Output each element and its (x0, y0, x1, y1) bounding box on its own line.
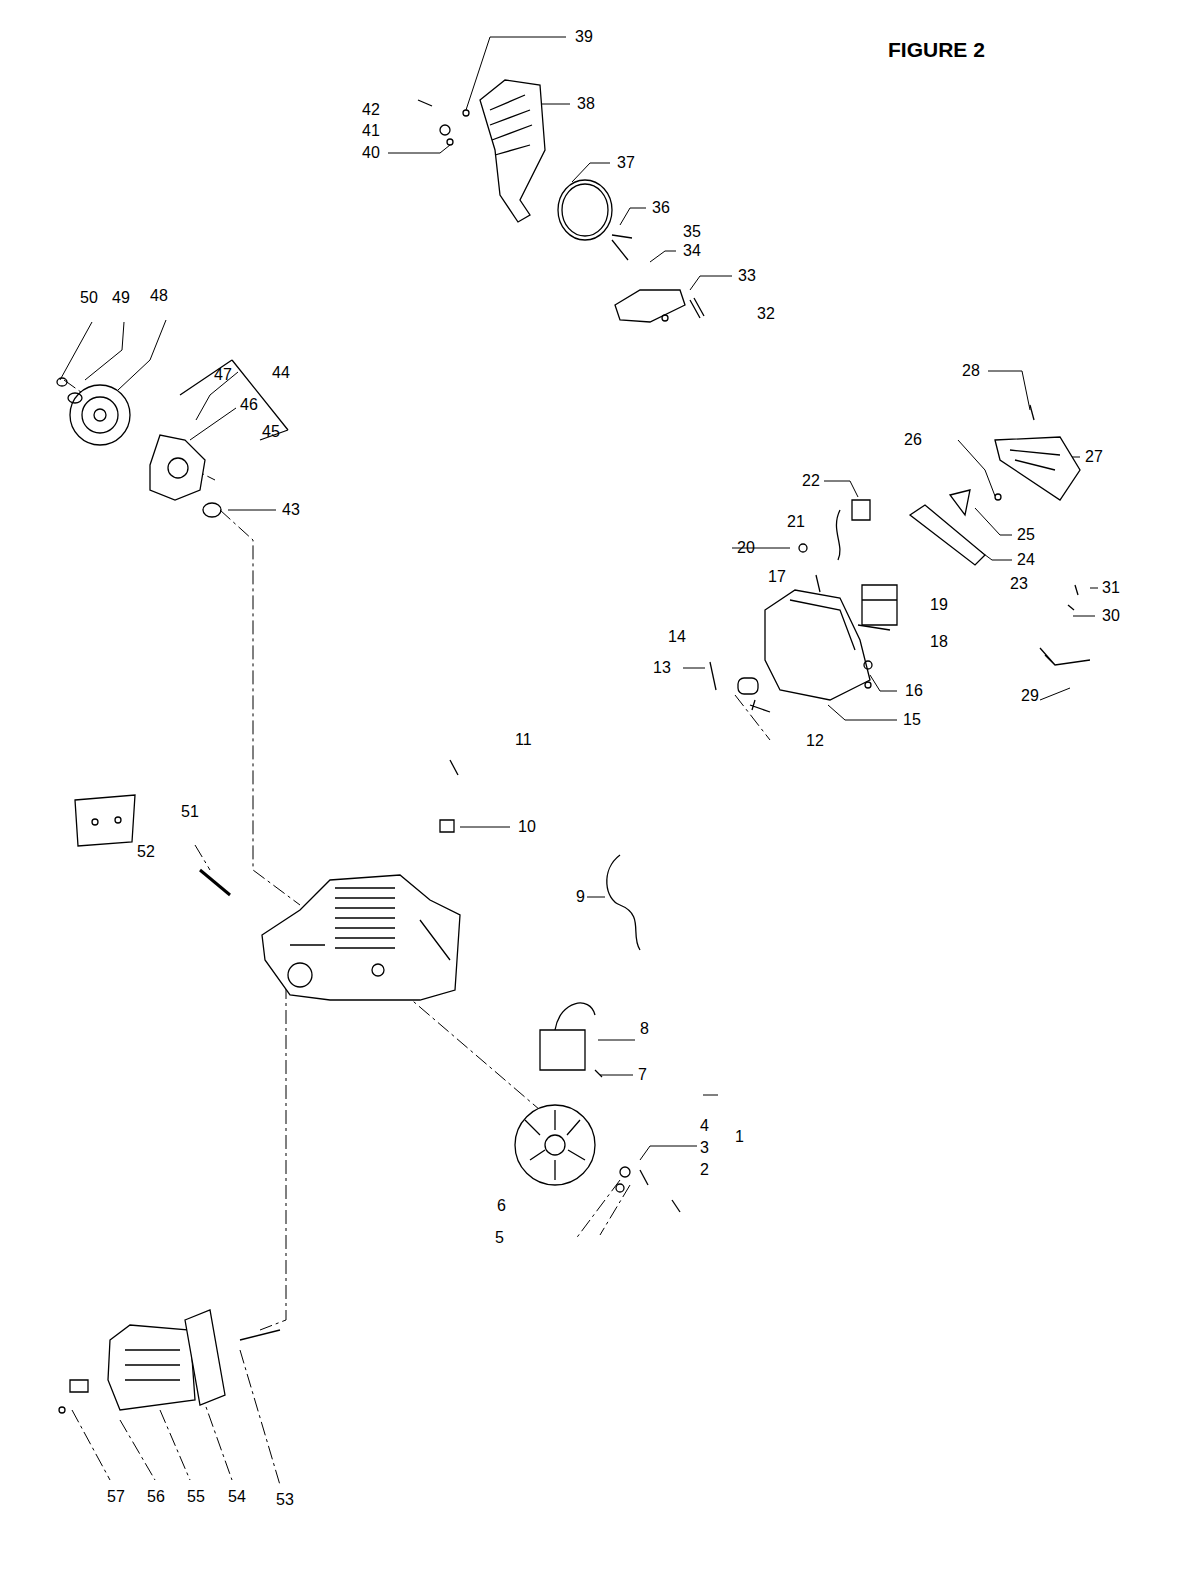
callout-number: 51 (181, 803, 199, 821)
callout-number: 11 (515, 731, 532, 749)
callout-number: 20 (737, 539, 755, 557)
callout-number: 23 (1010, 575, 1028, 593)
callout-number: 32 (757, 305, 775, 323)
callout-number: 22 (802, 472, 820, 490)
callout-number: 6 (497, 1197, 506, 1215)
callout-number: 28 (962, 362, 980, 380)
callout-number: 29 (1021, 687, 1039, 705)
callout-number: 31 (1102, 579, 1120, 597)
callout-number: 4 (700, 1117, 709, 1135)
callout-number: 57 (107, 1488, 125, 1506)
callout-number: 55 (187, 1488, 205, 1506)
figure-title: FIGURE 2 (888, 38, 985, 62)
callout-number: 5 (495, 1229, 504, 1247)
callout-number: 53 (276, 1491, 294, 1509)
callout-number: 25 (1017, 526, 1035, 544)
callout-number: 27 (1085, 448, 1103, 466)
callout-number: 1 (735, 1128, 744, 1146)
callout-number: 26 (904, 431, 922, 449)
callout-number: 35 (683, 223, 701, 241)
callout-number: 41 (362, 122, 380, 140)
callout-number: 3 (700, 1139, 709, 1157)
parts (57, 80, 1090, 1413)
callout-number: 13 (653, 659, 671, 677)
callout-number: 21 (787, 513, 805, 531)
callout-number: 56 (147, 1488, 165, 1506)
callout-number: 54 (228, 1488, 246, 1506)
callout-number: 45 (262, 423, 280, 441)
callout-number: 44 (272, 364, 290, 382)
callout-number: 38 (577, 95, 595, 113)
centre-lines (64, 380, 770, 1485)
callout-number: 40 (362, 144, 380, 162)
callout-number: 7 (638, 1066, 647, 1084)
callout-number: 49 (112, 289, 130, 307)
callout-number: 39 (575, 28, 593, 46)
callout-number: 2 (700, 1161, 709, 1179)
callout-number: 15 (903, 711, 921, 729)
callout-number: 30 (1102, 607, 1120, 625)
callout-number: 52 (137, 843, 155, 861)
callout-number: 10 (518, 818, 536, 836)
callout-number: 33 (738, 267, 756, 285)
callout-number: 9 (576, 888, 585, 906)
callout-number: 46 (240, 396, 258, 414)
callout-number: 12 (806, 732, 824, 750)
callout-number: 8 (640, 1020, 649, 1038)
callout-number: 48 (150, 287, 168, 305)
callout-number: 17 (768, 568, 786, 586)
callout-number: 43 (282, 501, 300, 519)
leader-lines (60, 37, 1098, 1160)
callout-number: 18 (930, 633, 948, 651)
callout-number: 24 (1017, 551, 1035, 569)
callout-number: 34 (683, 242, 701, 260)
callout-number: 14 (668, 628, 686, 646)
callout-number: 50 (80, 289, 98, 307)
callout-number: 37 (617, 154, 635, 172)
callout-number: 16 (905, 682, 923, 700)
callout-number: 36 (652, 199, 670, 217)
callout-number: 42 (362, 101, 380, 119)
callout-number: 19 (930, 596, 948, 614)
callout-number: 47 (214, 366, 232, 384)
